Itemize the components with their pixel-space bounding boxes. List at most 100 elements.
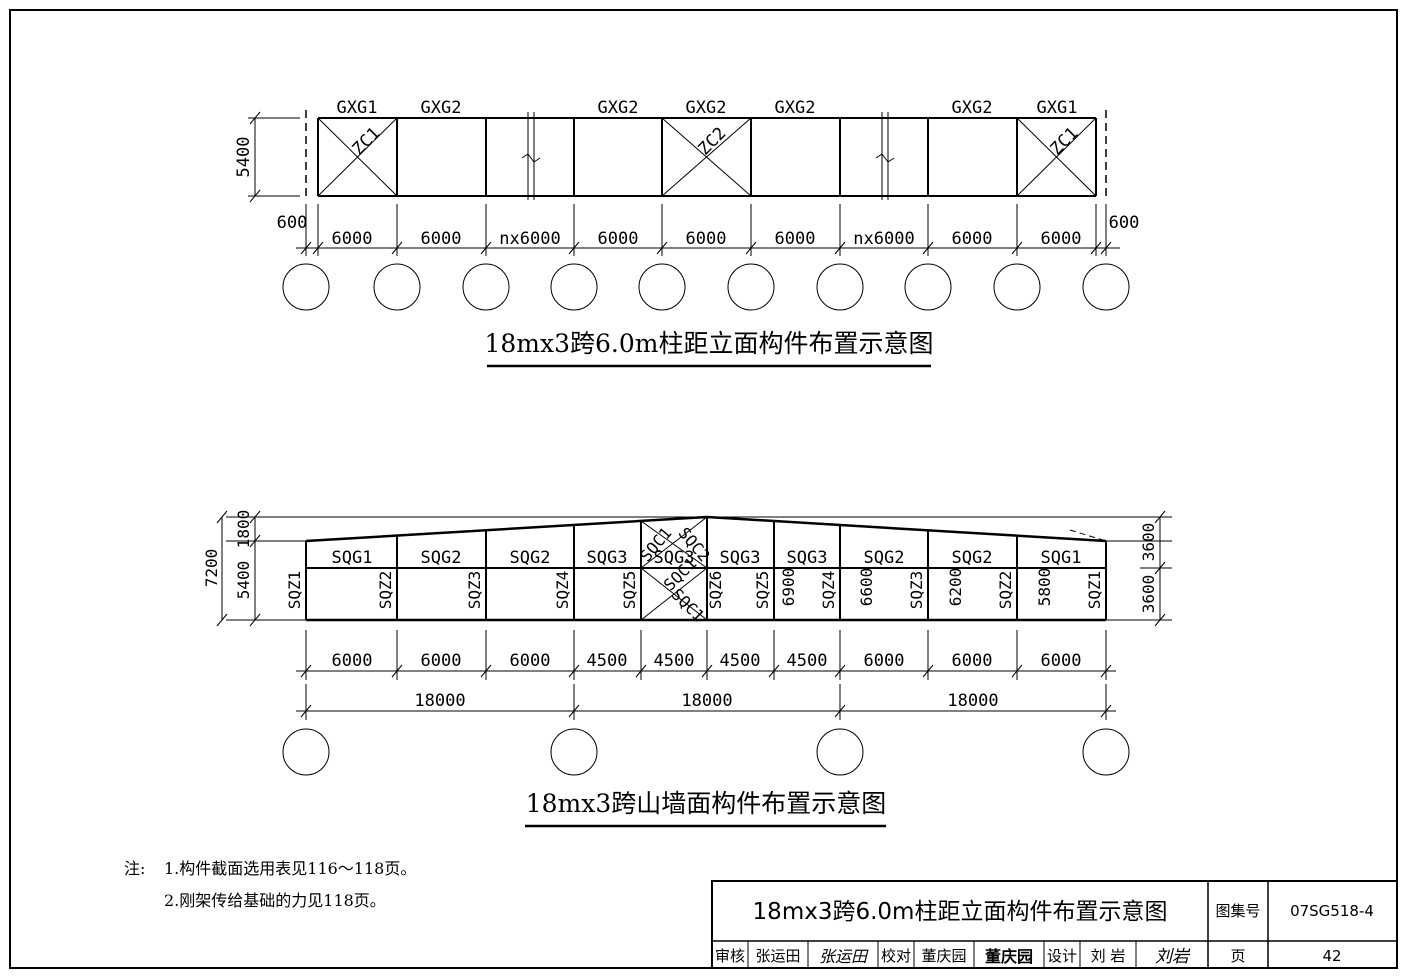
dimension-tick	[1011, 664, 1023, 678]
gable-col-label-10: SQZ2	[996, 571, 1015, 610]
dimension-tick	[1100, 664, 1112, 678]
gable-dim-right-upper: 3600	[1139, 523, 1158, 562]
dimension-tick	[312, 241, 324, 255]
gable-col-label-11: SQZ1	[1085, 571, 1104, 610]
gable-col-label-4: SQZ4	[553, 571, 572, 610]
dimension-tick	[745, 241, 757, 255]
elev-bay-dim-8: 6000	[952, 229, 993, 249]
dimension-tick	[768, 664, 780, 678]
gable-dim-roof: 1800	[234, 510, 253, 549]
gable-beam-label-8: SQG2	[864, 548, 905, 568]
gable-span-dim-2: 18000	[681, 691, 732, 711]
checker-name: 董庆园	[921, 947, 966, 965]
note-line-2: 2.刚架传给基础的力见118页。	[164, 891, 386, 910]
gable-bay-dim-2: 6000	[421, 651, 462, 671]
elev-beam-label-1: GXG1	[337, 98, 378, 118]
dimension-tick	[701, 664, 713, 678]
gable-bay-dim-1: 6000	[332, 651, 373, 671]
gable-col-label-1: SQZ1	[285, 571, 304, 610]
gable-col-label-8: SQZ4	[819, 571, 838, 610]
check-label: 校对	[881, 947, 911, 965]
elev-brace-label-2: ZC2	[695, 124, 731, 160]
elev-bay-dim-1: 6000	[332, 229, 373, 249]
atlas-label: 图集号	[1215, 902, 1260, 920]
elev-beam-label-3: GXG2	[598, 98, 639, 118]
gable-beam-label-3: SQG2	[510, 548, 551, 568]
designer-signature: 刘岩	[1155, 947, 1191, 967]
elev-bay-dim-3: nx6000	[499, 229, 560, 249]
elev-edge-dim-left: 600	[277, 213, 308, 233]
dimension-tick	[922, 664, 934, 678]
dimension-tick	[1100, 241, 1112, 255]
reviewer-signature: 张运田	[819, 947, 869, 966]
elevation-frame	[248, 110, 1130, 368]
dimension-tick	[391, 664, 403, 678]
gable-col-label-9: SQZ3	[907, 571, 926, 610]
design-label: 设计	[1047, 947, 1077, 965]
checker-signature: 董庆园	[985, 947, 1033, 966]
gable-beam-label-10: SQG1	[1041, 548, 1082, 568]
dimension-tick	[300, 241, 312, 255]
elev-beam-label-7: GXG1	[1037, 98, 1078, 118]
page-label: 页	[1230, 947, 1245, 965]
elev-bay-dim-2: 6000	[421, 229, 462, 249]
dimension-tick	[834, 241, 846, 255]
atlas-number: 07SG518-4	[1290, 902, 1374, 920]
gable-col-height-2: 6600	[857, 568, 876, 607]
elev-beam-label-5: GXG2	[775, 98, 816, 118]
gable-bay-dim-9: 6000	[952, 651, 993, 671]
elev-brace-label-3: ZC1	[1047, 124, 1083, 160]
sheet-border	[9, 9, 1398, 969]
gable-col-height-4: 5800	[1035, 568, 1054, 607]
gable-beam-label-4: SQG3	[587, 548, 628, 568]
dimension-tick	[568, 664, 580, 678]
elev-bay-dim-4: 6000	[598, 229, 639, 249]
gable-beam-label-7: SQG3	[787, 548, 828, 568]
review-label: 审核	[715, 947, 745, 965]
note-line-1: 1.构件截面选用表见116～118页。	[164, 859, 416, 878]
gable-col-label-5: SQZ5	[620, 571, 639, 610]
gable-col-label-6: SQZ6	[706, 571, 725, 610]
gable-beam-label-2: SQG2	[421, 548, 462, 568]
dimension-tick	[922, 241, 934, 255]
dimension-tick	[480, 241, 492, 255]
elev-edge-dim-right: 600	[1109, 213, 1140, 233]
gable-span-dim-3: 18000	[947, 691, 998, 711]
gable-title: 18mx3跨山墙面构件布置示意图	[526, 789, 887, 818]
elev-beam-label-6: GXG2	[952, 98, 993, 118]
title-block-title: 18mx3跨6.0m柱距立面构件布置示意图	[753, 899, 1168, 925]
elev-bay-dim-9: 6000	[1041, 229, 1082, 249]
elev-bay-dim-7: nx6000	[853, 229, 914, 249]
dimension-tick	[1011, 241, 1023, 255]
gable-frame	[216, 510, 1172, 828]
dimension-tick	[300, 664, 312, 678]
gable-col-label-7: SQZ5	[753, 571, 772, 610]
gable-beam-label-6: SQG3	[720, 548, 761, 568]
page-number: 42	[1322, 947, 1341, 965]
elev-height-dim: 5400	[234, 137, 254, 178]
dimension-tick	[635, 664, 647, 678]
dimension-tick	[1090, 241, 1102, 255]
gable-bay-dim-5: 4500	[654, 651, 695, 671]
gable-bay-dim-8: 6000	[864, 651, 905, 671]
dimension-tick	[1100, 704, 1112, 718]
reviewer-name: 张运田	[755, 947, 800, 965]
elev-beam-label-4: GXG2	[686, 98, 727, 118]
dimension-tick	[834, 704, 846, 718]
gable-beam-label-1: SQG1	[332, 548, 373, 568]
elev-beam-label-2: GXG2	[421, 98, 462, 118]
gable-bay-dim-3: 6000	[510, 651, 551, 671]
dimension-tick	[300, 704, 312, 718]
dimension-tick	[834, 664, 846, 678]
elev-bay-dim-6: 6000	[775, 229, 816, 249]
gable-col-height-1: 6900	[779, 568, 798, 607]
gable-bay-dim-4: 4500	[587, 651, 628, 671]
gable-bay-dim-7: 4500	[787, 651, 828, 671]
gable-bay-dim-10: 6000	[1041, 651, 1082, 671]
dimension-tick	[391, 241, 403, 255]
gable-bay-dim-6: 4500	[720, 651, 761, 671]
gable-beam-label-5: SQG3	[654, 548, 695, 568]
elevation-title: 18mx3跨6.0m柱距立面构件布置示意图	[485, 329, 934, 358]
gable-beam-label-9: SQG2	[952, 548, 993, 568]
dimension-tick	[656, 241, 668, 255]
